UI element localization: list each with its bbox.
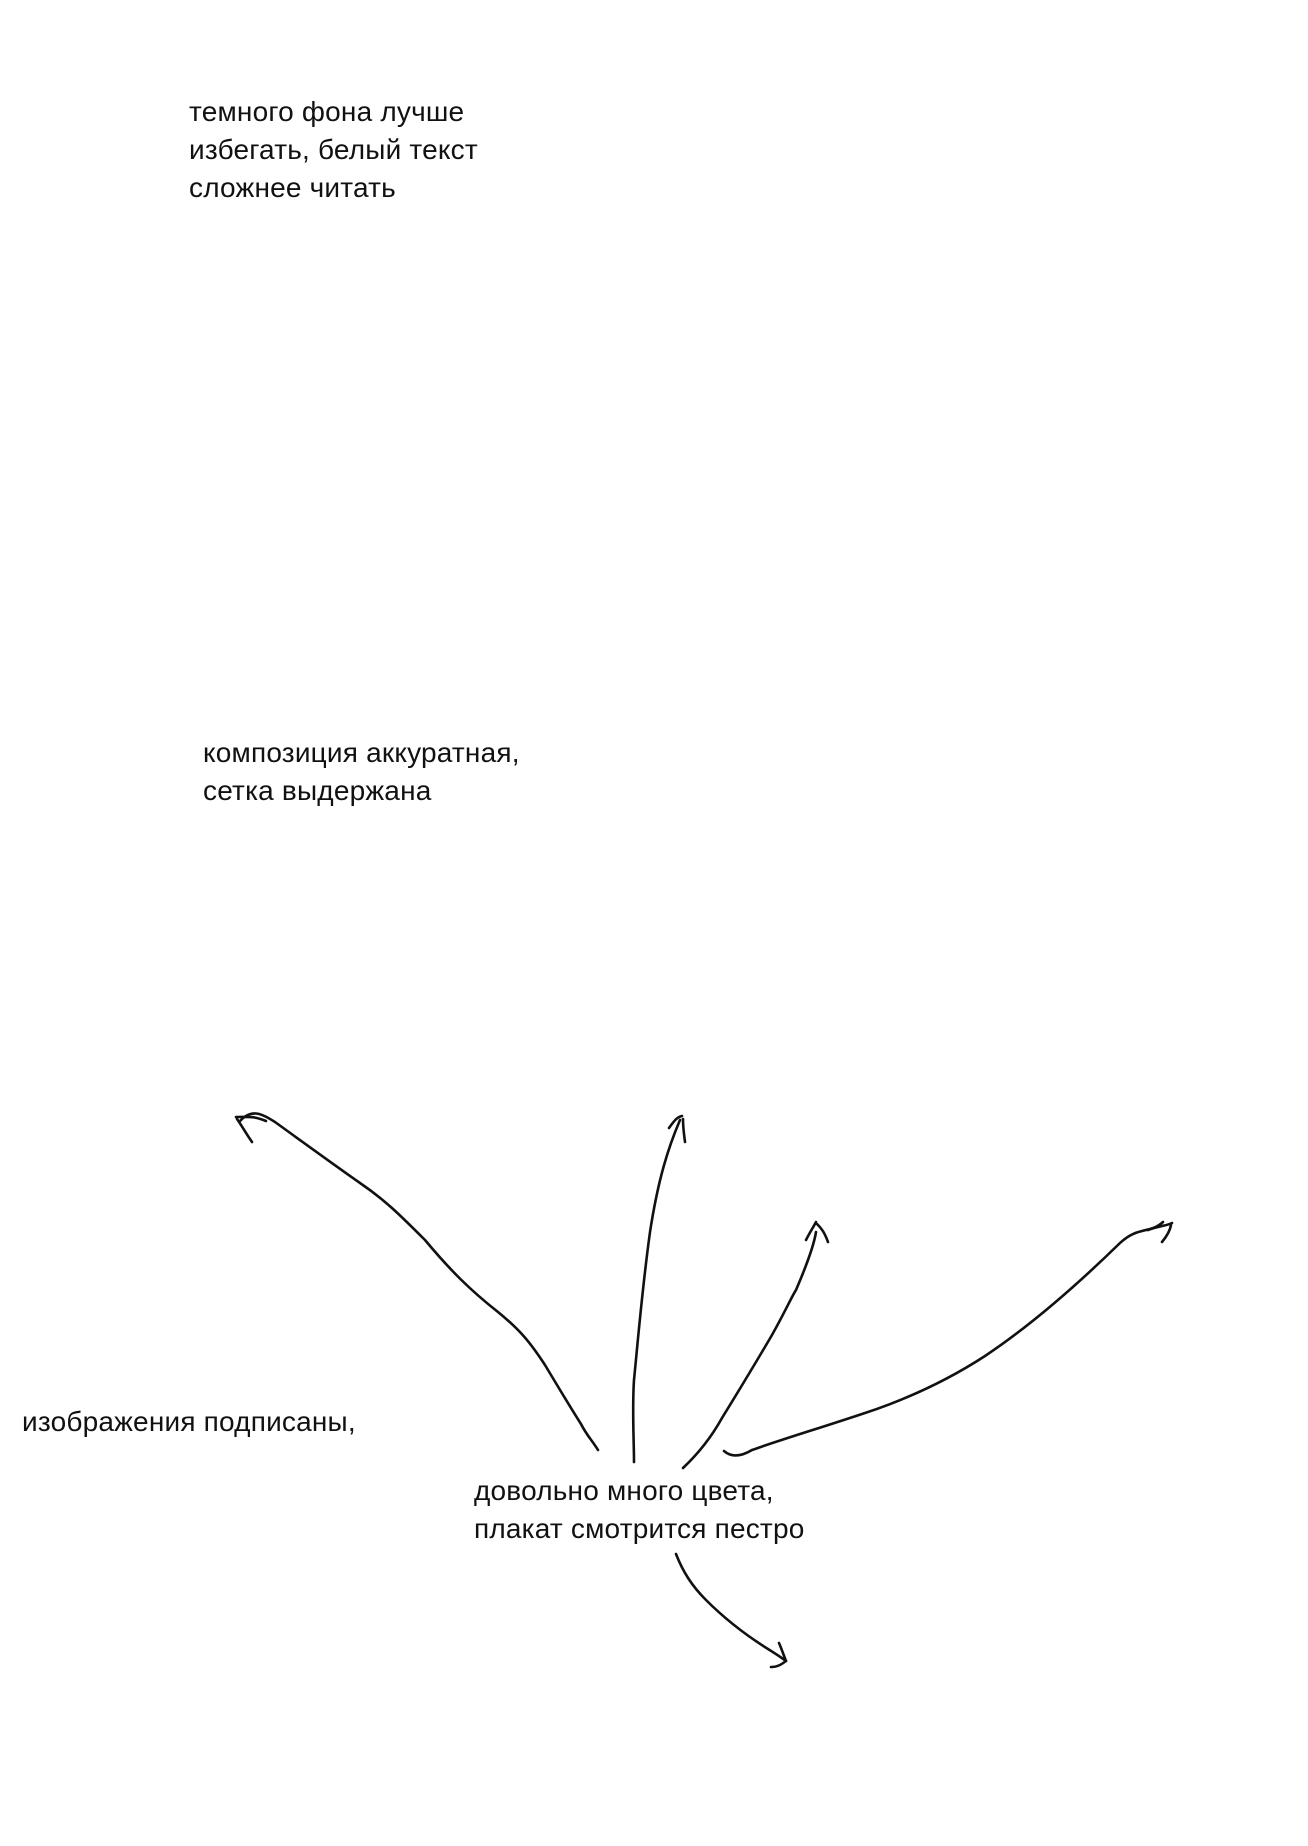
note-line: композиция аккуратная, — [203, 737, 520, 768]
arrow-up-left-icon — [234, 1112, 600, 1452]
note-line: изображения подписаны, — [22, 1406, 356, 1437]
note-line: плакат смотрится пестро — [474, 1513, 805, 1544]
note-line: сложнее читать — [189, 172, 396, 203]
note-composition: композиция аккуратная, сетка выдержана — [203, 734, 520, 810]
note-dark-background: темного фона лучше избегать, белый текст… — [189, 93, 478, 207]
note-images: изображения подписаны, — [22, 1403, 356, 1441]
note-color: довольно много цвета, плакат смотрится п… — [474, 1472, 805, 1548]
arrow-up-right-icon — [681, 1220, 830, 1470]
note-line: избегать, белый текст — [189, 134, 478, 165]
arrow-right-icon — [722, 1220, 1174, 1457]
note-line: сетка выдержана — [203, 775, 432, 806]
note-line: довольно много цвета, — [474, 1475, 774, 1506]
arrow-down-icon — [674, 1552, 788, 1669]
note-line: темного фона лучше — [189, 96, 465, 127]
arrow-up-icon — [631, 1114, 687, 1464]
